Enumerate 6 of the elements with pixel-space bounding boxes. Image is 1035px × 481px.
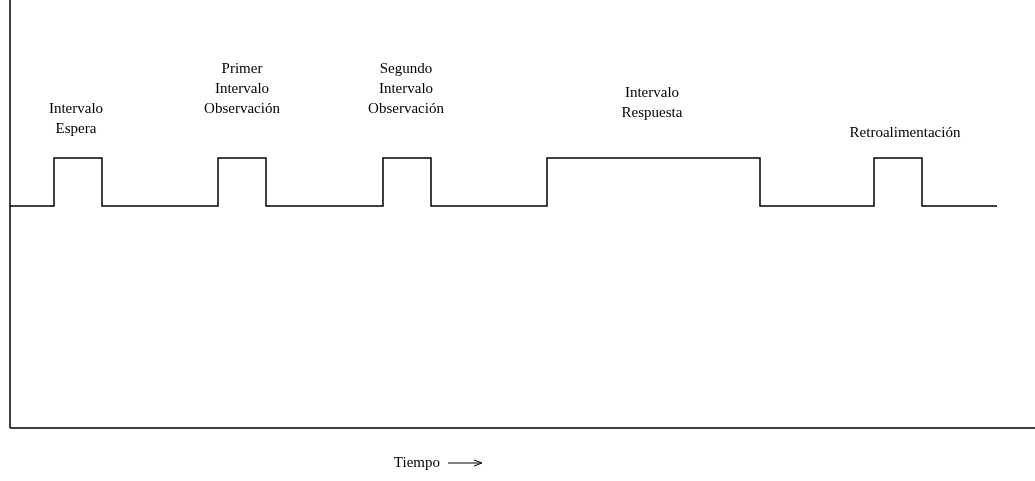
interval-label: Primer Intervalo Observación bbox=[203, 59, 281, 118]
interval-label: Retroalimentación bbox=[848, 123, 962, 142]
interval-label: Intervalo Respuesta bbox=[620, 83, 684, 122]
axis-label: Tiempo bbox=[392, 453, 440, 472]
interval-label: Segundo Intervalo Observación bbox=[367, 59, 445, 118]
interval-label: Intervalo Espera bbox=[47, 99, 105, 138]
